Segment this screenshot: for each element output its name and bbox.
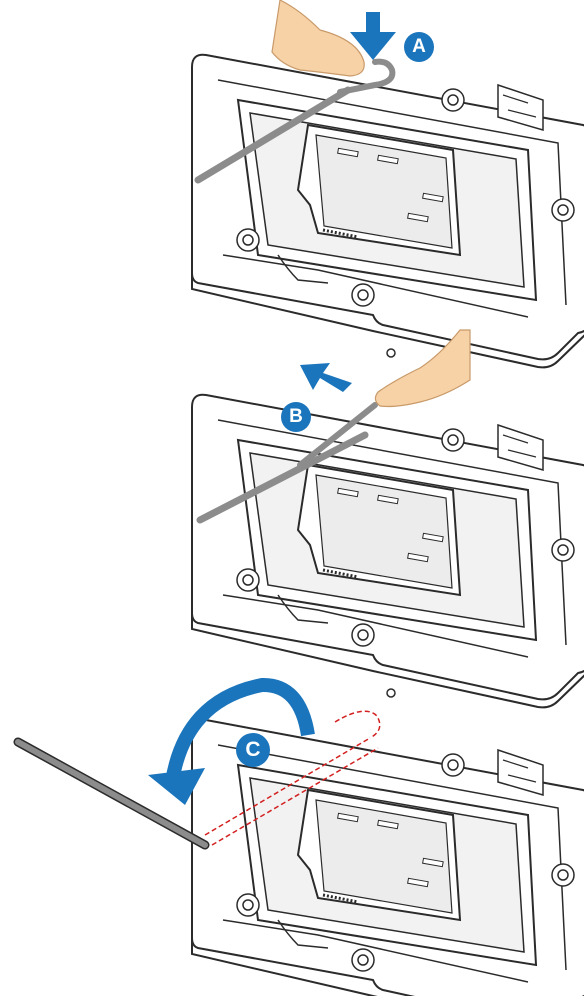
- finger-icon: [272, 0, 364, 76]
- step-b-label: B: [281, 402, 311, 432]
- panel-a: [192, 0, 584, 367]
- left-arrow-icon: [300, 363, 352, 392]
- panel-c: [18, 685, 584, 996]
- step-a-label: A: [404, 32, 434, 62]
- panel-b: [192, 330, 584, 707]
- step-c-label: C: [236, 733, 270, 767]
